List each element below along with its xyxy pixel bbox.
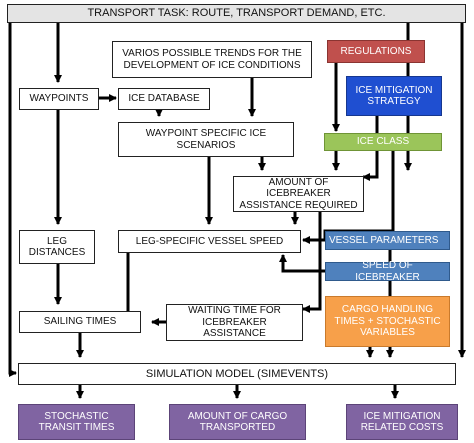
simulation-model-box: SIMULATION MODEL (SIMEVENTS) xyxy=(18,363,456,385)
ice-trends-line-1: VARIOS POSSIBLE TRENDS FOR THE xyxy=(122,48,302,59)
cargo-out-line-2: TRANSPORTED xyxy=(199,422,276,433)
icebreaker-speed-box: SPEED OF ICEBREAKER xyxy=(325,260,450,283)
leg-distances-box: LEG DISTANCES xyxy=(19,230,95,264)
vessel-parameters-box: VESSEL PARAMETERS xyxy=(325,231,450,250)
vessel-speed-box: LEG-SPECIFIC VESSEL SPEED xyxy=(118,230,301,253)
ice-class-label: ICE CLASS xyxy=(356,136,410,148)
cargo-transported-box: AMOUNT OF CARGO TRANSPORTED xyxy=(169,404,306,440)
ice-trends-line-2: DEVELOPMENT OF ICE CONDITIONS xyxy=(123,59,301,71)
ice-database-box: ICE DATABASE xyxy=(118,88,210,110)
icebreaker-assistance-box: AMOUNT OF ICEBREAKER ASSISTANCE REQUIRED xyxy=(233,176,364,212)
regulations-label: REGULATIONS xyxy=(340,45,412,57)
scenarios-line-2: SCENARIOS xyxy=(176,139,236,151)
waypoints-label: WAYPOINTS xyxy=(29,93,89,105)
arrow-icebreaker-to-speed xyxy=(279,254,325,273)
ice-trends-box: VARIOS POSSIBLE TRENDS FOR THE DEVELOPME… xyxy=(112,41,312,78)
regulations-box: REGULATIONS xyxy=(327,40,425,63)
ice-scenarios-box: WAYPOINT SPECIFIC ICE SCENARIOS xyxy=(118,122,294,157)
arrow-task-to-simulation xyxy=(8,22,17,377)
ice-class-box: ICE CLASS xyxy=(324,133,442,151)
assistance-line-2: ASSISTANCE REQUIRED xyxy=(239,199,358,211)
strategy-line-2: STRATEGY xyxy=(367,96,421,107)
cargo-line-1: CARGO HANDLING xyxy=(341,304,434,316)
cargo-out-line-1: AMOUNT OF CARGO xyxy=(187,410,288,422)
transit-line-1: STOCHASTIC xyxy=(44,410,109,422)
strategy-line-1: ICE MITIGATION xyxy=(355,84,433,96)
vessel-speed-label: LEG-SPECIFIC VESSEL SPEED xyxy=(135,235,284,247)
scenarios-line-1: WAYPOINT SPECIFIC ICE xyxy=(145,128,267,139)
sailing-times-box: SAILING TIMES xyxy=(19,311,141,333)
costs-line-1: ICE MITIGATION xyxy=(363,410,441,422)
assistance-line-1: AMOUNT OF ICEBREAKER xyxy=(266,176,331,200)
waiting-line-2: ICEBREAKER ASSISTANCE xyxy=(202,316,267,340)
cargo-handling-box: CARGO HANDLING TIMES + STOCHASTIC VARIAB… xyxy=(325,296,450,347)
transit-times-box: STOCHASTIC TRANSIT TIMES xyxy=(18,404,135,440)
ice-mitigation-strategy-box: ICE MITIGATION STRATEGY xyxy=(346,76,442,116)
waiting-line-1: WAITING TIME FOR xyxy=(188,305,281,317)
ice-database-label: ICE DATABASE xyxy=(128,93,200,105)
leg-line-1: LEG xyxy=(46,235,67,247)
leg-line-2: DISTANCES xyxy=(28,247,86,258)
arrow-speed-to-sailing xyxy=(126,253,136,317)
simulation-model-label: SIMULATION MODEL (SIMEVENTS) xyxy=(145,367,329,380)
sailing-times-label: SAILING TIMES xyxy=(43,316,117,328)
vessel-parameters-label: VESSEL PARAMETERS xyxy=(329,234,439,246)
icebreaker-speed-label: SPEED OF ICEBREAKER xyxy=(355,260,420,283)
waiting-time-box: WAITING TIME FOR ICEBREAKER ASSISTANCE xyxy=(166,304,303,341)
cargo-line-2: TIMES + STOCHASTIC xyxy=(334,315,441,327)
waypoints-box: WAYPOINTS xyxy=(19,88,99,110)
arrow-iceclass-to-vessel xyxy=(390,150,395,233)
transport-task-label: TRANSPORT TASK: ROUTE, TRANSPORT DEMAND,… xyxy=(87,7,386,20)
cargo-line-3: VARIABLES xyxy=(360,327,415,339)
transport-task-box: TRANSPORT TASK: ROUTE, TRANSPORT DEMAND,… xyxy=(7,4,466,23)
mitigation-costs-box: ICE MITIGATION RELATED COSTS xyxy=(346,404,458,440)
transit-line-2: TRANSIT TIMES xyxy=(38,422,115,433)
costs-line-2: RELATED COSTS xyxy=(360,422,444,433)
arrow-assist-to-waiting xyxy=(302,212,322,313)
